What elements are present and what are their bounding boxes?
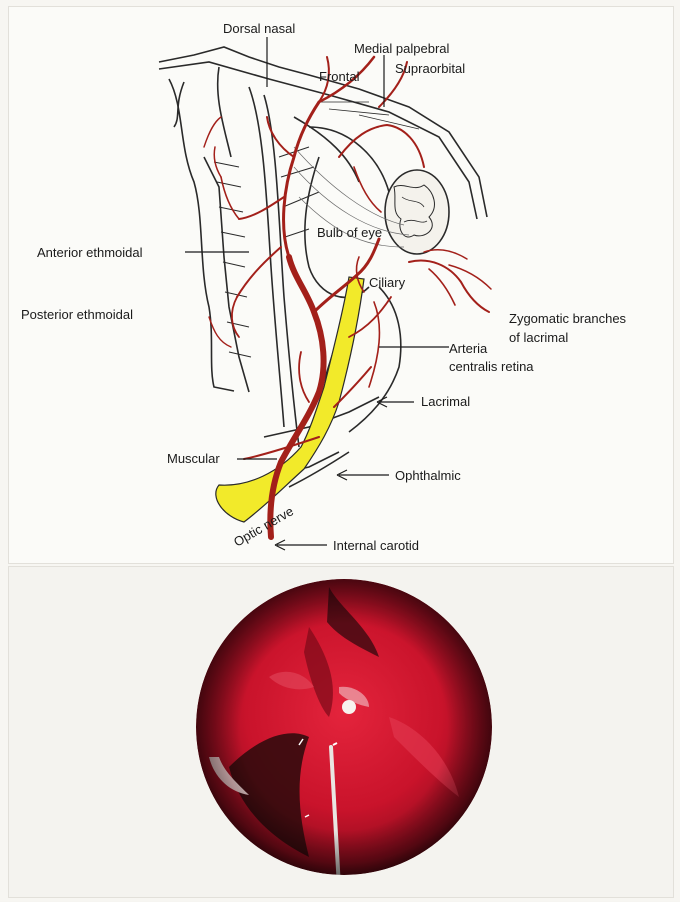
label-lacrimal: Lacrimal	[421, 394, 470, 409]
endoscopic-photo-panel	[8, 566, 674, 898]
endoscopic-view-image	[9, 567, 673, 897]
ophthalmic-artery-diagram: Dorsal nasal Medial palpebral Frontal Su…	[9, 7, 673, 563]
label-supraorbital: Supraorbital	[395, 61, 465, 76]
label-ophthalmic: Ophthalmic	[395, 468, 461, 483]
label-arteria-line2: centralis retina	[449, 359, 534, 374]
label-dorsal-nasal: Dorsal nasal	[223, 21, 295, 36]
label-ciliary: Ciliary	[369, 275, 406, 290]
label-arteria-line1: Arteria	[449, 341, 488, 356]
label-bulb-of-eye: Bulb of eye	[317, 225, 382, 240]
label-anterior-ethmoidal: Anterior ethmoidal	[37, 245, 143, 260]
label-zygomatic-line2: of lacrimal	[509, 330, 568, 345]
label-posterior-ethmoidal: Posterior ethmoidal	[21, 307, 133, 322]
label-internal-carotid: Internal carotid	[333, 538, 419, 553]
anatomy-diagram-panel: Dorsal nasal Medial palpebral Frontal Su…	[8, 6, 674, 564]
label-zygomatic-line1: Zygomatic branches	[509, 311, 627, 326]
label-frontal: Frontal	[319, 69, 360, 84]
label-medial-palpebral: Medial palpebral	[354, 41, 450, 56]
label-muscular: Muscular	[167, 451, 220, 466]
